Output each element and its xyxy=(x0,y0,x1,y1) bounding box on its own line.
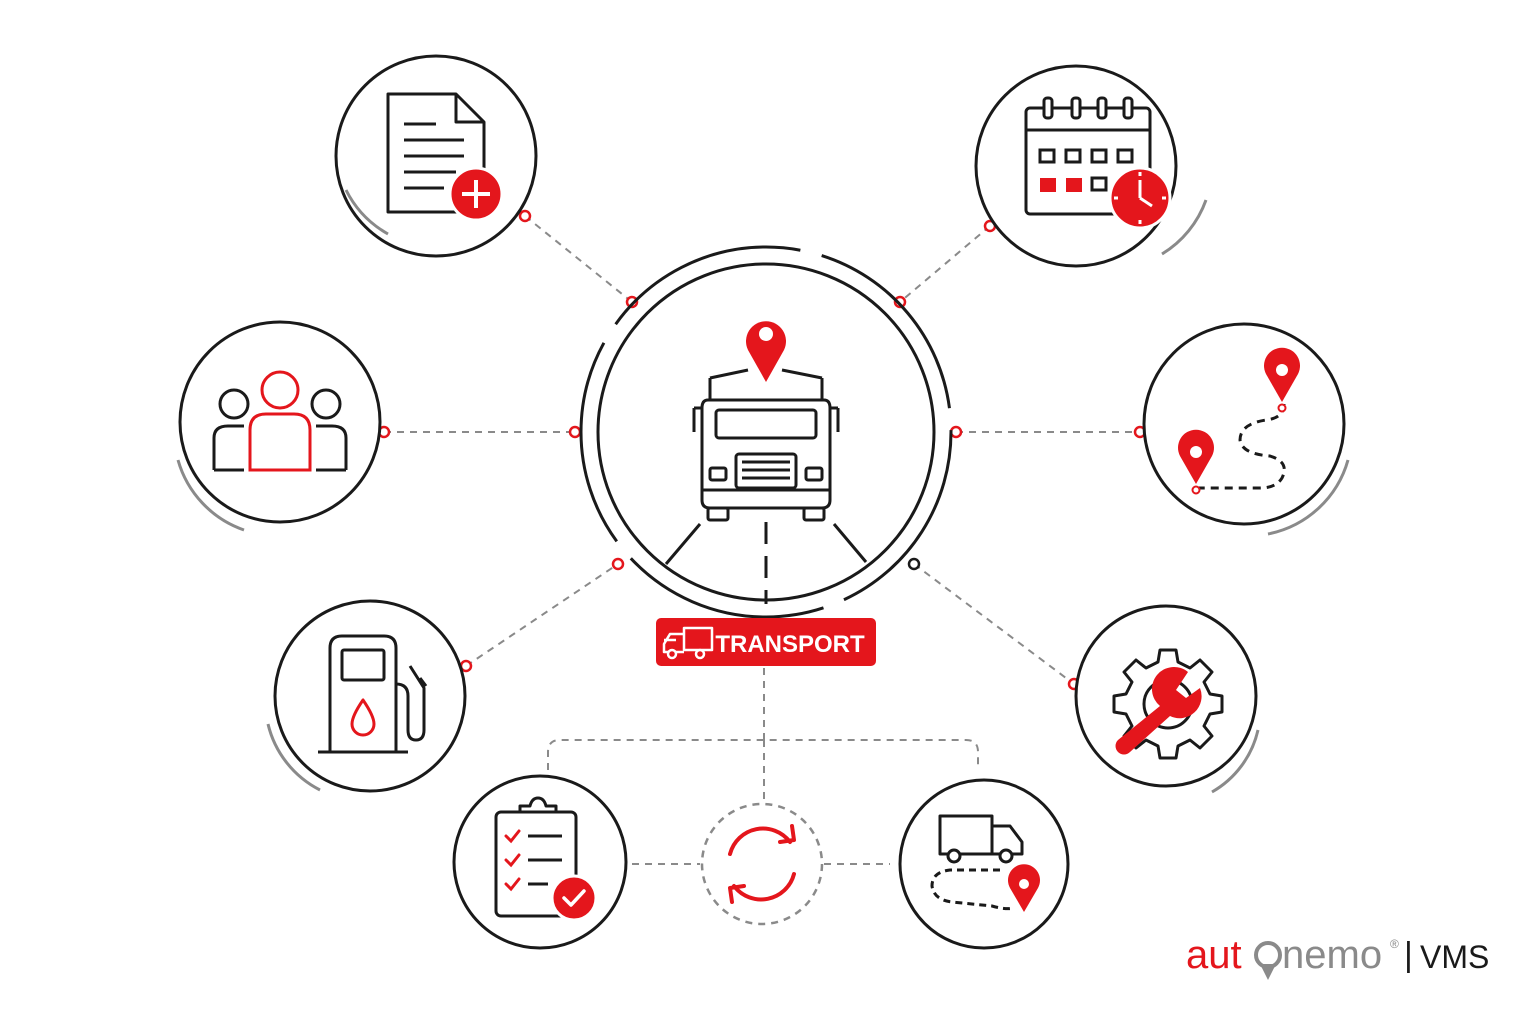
team-people-icon xyxy=(212,370,348,472)
connector-maintenance xyxy=(913,563,1075,685)
transport-badge: TRANSPORT xyxy=(656,618,876,666)
truck-front-icon xyxy=(664,368,868,604)
center-outer-ring xyxy=(579,245,953,619)
calendar-clock-icon xyxy=(1024,96,1172,230)
fuel-pump-icon xyxy=(318,634,428,754)
delivery-truck-route-icon xyxy=(930,814,1040,912)
connector-fuel xyxy=(465,563,619,667)
brand-name-prefix: aut xyxy=(1186,933,1242,977)
brand-name-suffix: nemo xyxy=(1282,933,1382,977)
gear-wrench-icon xyxy=(1112,648,1224,760)
node-maintenance[interactable] xyxy=(1074,604,1260,794)
dot xyxy=(611,557,625,571)
dot xyxy=(625,295,639,309)
clipboard-checklist-icon xyxy=(494,796,598,922)
truck-icon xyxy=(662,626,714,660)
connectors xyxy=(384,215,1140,865)
node-schedule[interactable] xyxy=(974,64,1208,268)
dot xyxy=(907,557,921,571)
document-add-icon xyxy=(386,92,504,222)
node-checklist[interactable] xyxy=(452,774,628,950)
node-fuel[interactable] xyxy=(266,599,467,793)
route-pins-icon xyxy=(1178,347,1300,495)
dot xyxy=(518,209,532,223)
center-hub: TRANSPORT xyxy=(579,245,953,666)
node-routes[interactable] xyxy=(1142,322,1350,536)
location-pin-icon xyxy=(1178,429,1214,495)
dot xyxy=(893,295,907,309)
sync-arrows-icon xyxy=(728,824,796,904)
center-inner-circle xyxy=(596,262,936,602)
brand-separator: | xyxy=(1404,936,1413,974)
connector-schedule xyxy=(899,225,991,303)
node-drivers[interactable] xyxy=(176,320,382,532)
dot xyxy=(568,425,582,439)
location-pin-icon xyxy=(1264,347,1300,413)
location-pin-icon xyxy=(1008,864,1040,912)
connector-tree xyxy=(547,668,979,865)
connector-documents xyxy=(524,215,633,303)
brand-pin-icon xyxy=(1254,941,1282,980)
transport-label: TRANSPORT xyxy=(715,631,865,658)
node-documents[interactable] xyxy=(334,54,538,258)
location-pin-icon xyxy=(746,321,786,382)
brand-registered: ® xyxy=(1390,937,1399,951)
node-delivery[interactable] xyxy=(898,778,1070,950)
brand-product: VMS xyxy=(1420,939,1489,975)
brand-logo: aut nemo ® | VMS xyxy=(1186,933,1489,980)
node-sync[interactable] xyxy=(700,802,824,926)
